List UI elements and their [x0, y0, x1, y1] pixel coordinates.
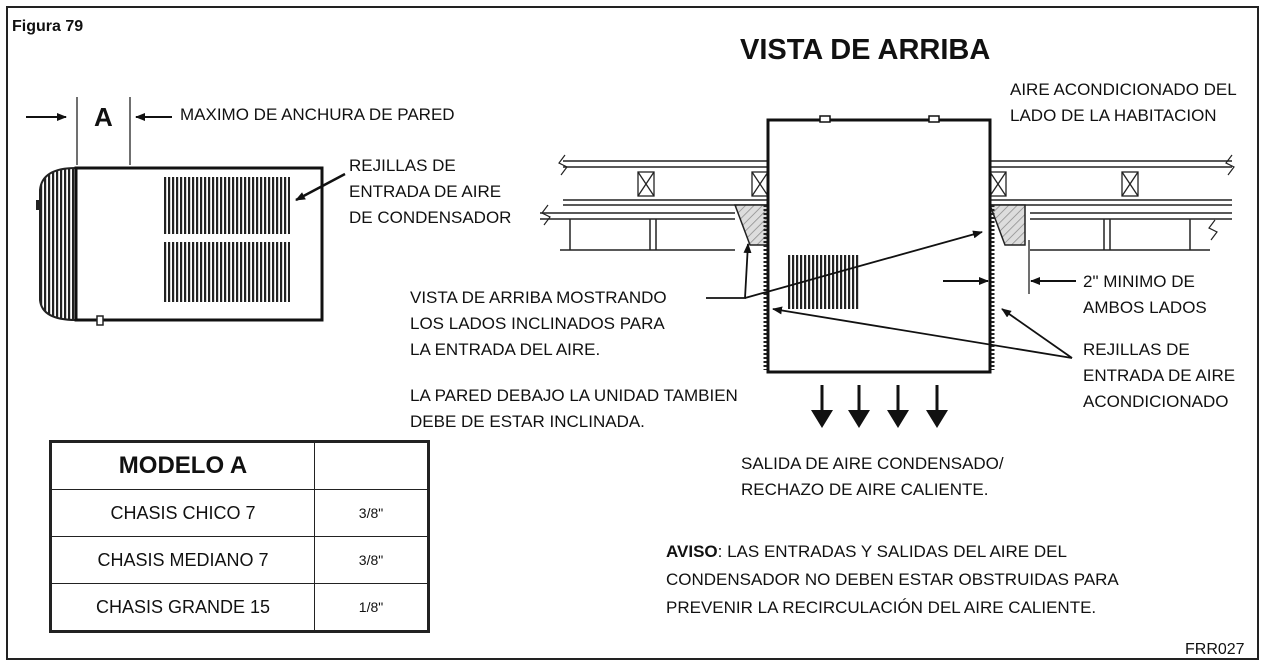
- notice-line-3: PREVENIR LA RECIRCULACIÓN DEL AIRE CALIE…: [666, 598, 1097, 617]
- angled-block-left: [733, 204, 769, 246]
- notice-line-1: AVISO: LAS ENTRADAS Y SALIDAS DEL AIRE D…: [666, 542, 1067, 562]
- condenser-grilles-label-1: REJILLAS DE: [349, 156, 456, 175]
- room-side-label-1: AIRE ACONDICIONADO DEL: [1010, 80, 1237, 99]
- leaders: [706, 230, 1076, 359]
- conditioned-grilles-1: REJILLAS DE: [1083, 340, 1190, 359]
- exhaust-arrowheads: [811, 410, 948, 428]
- table-row: CHASIS MEDIANO 7 3/8": [50, 536, 429, 584]
- top-view-desc-1: VISTA DE ARRIBA MOSTRANDO: [410, 288, 667, 307]
- notice-text-1: : LAS ENTRADAS Y SALIDAS DEL AIRE DEL: [717, 542, 1067, 561]
- model-name: CHASIS CHICO 7: [50, 489, 315, 537]
- unit-body-top: [766, 118, 992, 374]
- model-name: CHASIS GRANDE 15: [50, 583, 315, 632]
- dimension-marker: A: [94, 102, 113, 132]
- wall-structure: [540, 154, 1235, 251]
- angled-block-right: [988, 204, 1026, 246]
- max-width-label: MAXIMO DE ANCHURA DE PARED: [180, 105, 455, 124]
- exhaust-label-2: RECHAZO DE AIRE CALIENTE.: [741, 480, 989, 499]
- exhaust-arrows: [820, 385, 939, 413]
- min-clearance-1: 2" MINIMO DE: [1083, 272, 1195, 291]
- wall-note-2: DEBE DE ESTAR INCLINADA.: [410, 412, 645, 431]
- condenser-grille-lower: [164, 242, 290, 302]
- conditioned-grilles-2: ENTRADA DE AIRE: [1083, 366, 1236, 385]
- figure-code: FRR027: [1185, 641, 1245, 658]
- table-row: CHASIS CHICO 7 3/8": [50, 489, 429, 537]
- room-side-label-2: LADO DE LA HABITACION: [1010, 106, 1217, 125]
- top-grille: [788, 255, 860, 309]
- notice-line-2: CONDENSADOR NO DEBEN ESTAR OBSTRUIDAS PA…: [666, 570, 1119, 589]
- model-table: MODELO A CHASIS CHICO 7 3/8" CHASIS MEDI…: [49, 440, 430, 633]
- side-view-unit: [26, 97, 346, 326]
- table-header-value: [314, 441, 429, 490]
- top-view-desc-2: LOS LADOS INCLINADOS PARA: [410, 314, 665, 333]
- figure-label: Figura 79: [12, 18, 84, 35]
- condenser-leader: [295, 172, 346, 202]
- condenser-grille-upper: [164, 177, 290, 234]
- exhaust-label-1: SALIDA DE AIRE CONDENSADO/: [741, 454, 1004, 473]
- min-clearance-2: AMBOS LADOS: [1083, 298, 1207, 317]
- view-title: VISTA DE ARRIBA: [740, 34, 991, 66]
- table-row: CHASIS GRANDE 15 1/8": [50, 583, 429, 632]
- top-view-desc-3: LA ENTRADA DEL AIRE.: [410, 340, 601, 359]
- wall-note-1: LA PARED DEBAJO LA UNIDAD TAMBIEN: [410, 386, 738, 405]
- model-value: 1/8": [314, 583, 429, 632]
- table-header-model: MODELO A: [50, 441, 315, 490]
- model-value: 3/8": [314, 536, 429, 584]
- table-header-row: MODELO A: [50, 441, 429, 490]
- condenser-grilles-label-3: DE CONDENSADOR: [349, 208, 512, 227]
- notice-prefix: AVISO: [666, 542, 718, 561]
- front-grille: [39, 166, 77, 322]
- top-view-unit: [763, 115, 995, 374]
- conditioned-grilles-3: ACONDICIONADO: [1083, 392, 1229, 411]
- model-value: 3/8": [314, 489, 429, 537]
- model-name: CHASIS MEDIANO 7: [50, 536, 315, 584]
- condenser-grilles-label-2: ENTRADA DE AIRE: [349, 182, 502, 201]
